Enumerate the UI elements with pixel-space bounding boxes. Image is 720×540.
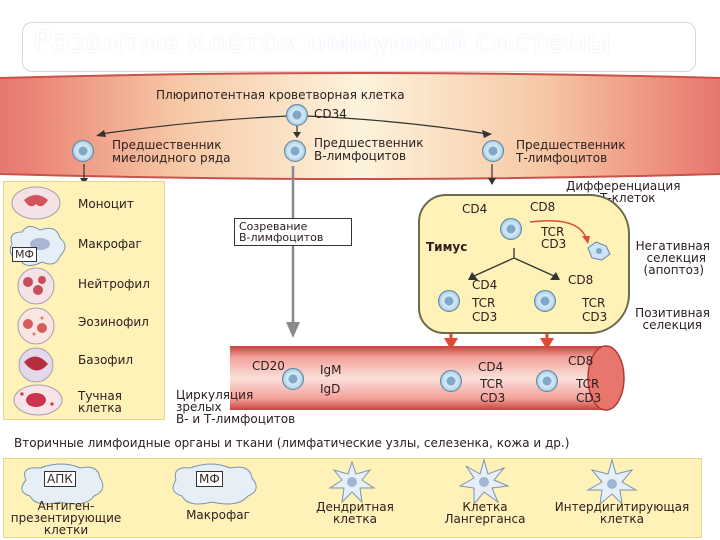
vessel-cd4-label: CD4 [478,360,504,374]
t-diff-label-1: Дифференциация [566,179,681,193]
langerhans-label-1: Клетка [462,500,508,514]
dendritic-label-2: клетка [333,512,377,526]
monocyte-icon [11,186,61,220]
macrophage-lower-label: Макрофаг [186,508,250,522]
slide-title-box: Развитие клеток иммунной системы [22,22,696,72]
vessel-cd8-label: CD8 [568,354,594,368]
mast-cell-label-1: Тучная [78,389,122,403]
positive-selection-label-2: селекция [642,318,702,332]
thymus-cd8b-label: CD8 [568,273,594,287]
cd4-thymocyte-icon [438,290,460,312]
neutrophil-label: Нейтрофил [78,277,150,291]
b-maturation-label-1: Созревание [239,220,308,233]
stem-cell-icon [286,104,308,126]
myeloid-precursor-label-1: Предшественник [112,138,222,152]
thymus-diagram [468,219,611,280]
stem-cell-label: Плюрипотентная кроветворная клетка [156,88,405,102]
b-maturation-box: Созревание В-лимфоцитов [234,218,352,246]
cd20-label: CD20 [252,359,285,373]
mast-cell-icon [13,384,63,416]
eosinophil-icon [17,307,55,345]
negative-selection-label-1: Негативная [635,239,710,253]
t-precursor-label-1: Предшественник [516,138,626,152]
apc-label-1: Антиген- [37,499,95,513]
cd4-t-cell-icon [440,370,462,392]
myeloid-precursor-icon [72,140,94,162]
b-maturation-label-2: В-лимфоцитов [239,231,324,244]
negative-selection-label-3: (апоптоз) [643,263,704,277]
t-precursor-icon [482,140,504,162]
langerhans-cell-icon [458,458,510,506]
b-lymphocyte-icon [282,368,304,390]
dendritic-label-1: Дендритная [316,500,394,514]
slide-title: Развитие клеток иммунной системы [33,25,611,60]
cd8-thymocyte-icon [534,290,556,312]
apc-label-2: презентирующие [10,511,122,525]
thymus-tcrb-label: TCR [472,296,496,310]
b-precursor-label-1: Предшественник [314,136,424,150]
thymus-cd3-label: CD3 [541,237,567,251]
apc-label-3: клетки [43,523,89,537]
interdig-label-1: Интердигитирующая [554,500,690,514]
thymus-cd4-label: CD4 [462,202,488,216]
secondary-organs-heading: Вторичные лимфоидные органы и ткани (лим… [14,436,570,450]
macrophage-label: Макрофаг [78,237,142,251]
mast-cell-label-2: клетка [78,401,122,415]
b-precursor-icon [284,140,306,162]
cd34-label: CD34 [314,107,347,121]
thymus-cd3b-label: CD3 [472,310,498,324]
thymus-name-label: Тимус [426,240,468,254]
thymus-tcrc-label: TCR [582,296,606,310]
langerhans-label-2: Лангерганса [444,512,526,526]
negative-selection-label-2: селекция [646,251,706,265]
circulation-label-3: В- и Т-лимфоцитов [176,412,296,426]
bone-marrow-band [0,72,720,180]
myeloid-cell-icons [9,186,66,416]
thymus-tcr-label: TCR [541,225,565,239]
vessel-cd3-label: CD3 [480,391,506,405]
thymus-organ [418,194,630,334]
b-precursor-label-2: В-лимфоцитов [314,149,407,163]
vessel-tcr-label: TCR [480,377,504,391]
igm-label: IgM [320,363,342,377]
thymus-cd3c-label: CD3 [582,310,608,324]
circulation-label-1: Циркуляция [176,388,254,402]
mf-badge: МФ [196,471,223,487]
macrophage-badge: МФ [12,247,37,262]
positive-selection-label-1: Позитивная [635,306,710,320]
thymus-cd4b-label: CD4 [472,278,498,292]
thymocyte-icon [500,218,522,240]
igd-label: IgD [320,382,341,396]
cd8-t-cell-icon [536,370,558,392]
basophil-label: Базофил [78,353,134,367]
circulation-label-2: зрелых [176,400,222,414]
t-precursor-label-2: Т-лимфоцитов [516,151,608,165]
dendritic-cell-icon [328,460,376,504]
interdig-label-2: клетка [600,512,644,526]
thymus-cd8-label: CD8 [530,200,556,214]
monocyte-label: Моноцит [78,197,134,211]
interdigitating-cell-icon [586,458,638,506]
eosinophil-label: Эозинофил [78,315,149,329]
neutrophil-icon [17,267,55,305]
apc-badge: АПК [44,471,76,487]
vessel-cd3b-label: CD3 [576,391,602,405]
vessel-tcr2-label: TCR [576,377,600,391]
myeloid-precursor-label-2: миелоидного ряда [112,151,231,165]
basophil-icon [18,347,54,383]
